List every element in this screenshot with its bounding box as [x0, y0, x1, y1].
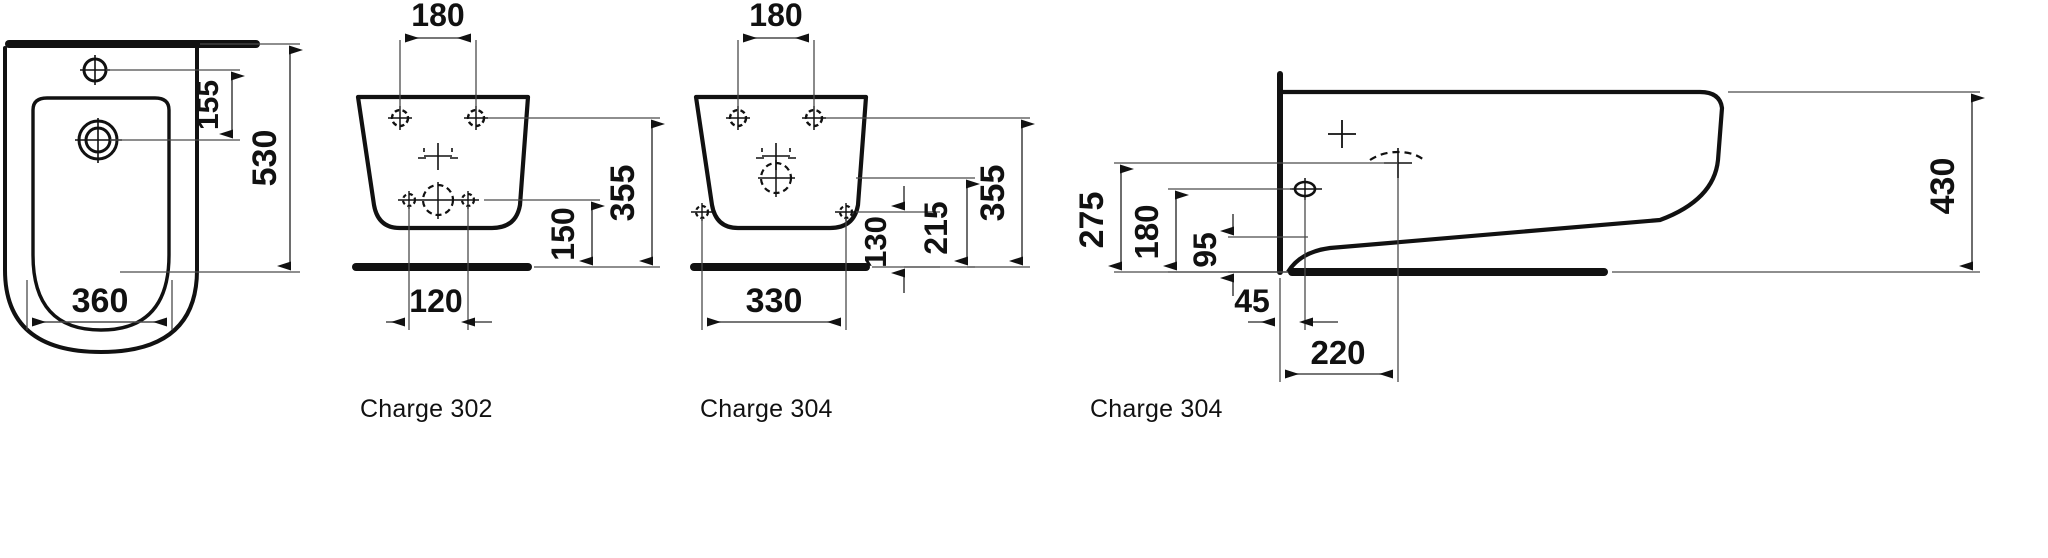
- view-side-304: [1108, 71, 1985, 382]
- tap-hole-side: [1290, 178, 1322, 200]
- dim-text-330: 330: [746, 282, 803, 320]
- dim-text-355b: 355: [974, 165, 1012, 222]
- waste-outlet-302: [420, 182, 457, 219]
- caption-charge-304-side: Charge 304: [1090, 395, 1223, 423]
- center-mark-302: [418, 143, 458, 170]
- bidet-front-outline-302: [355, 94, 531, 231]
- dim-text-130: 130: [858, 216, 893, 268]
- dim-text-95: 95: [1187, 232, 1223, 268]
- dimension-text-layer: 155 530 360 180 120 150 355 180 330 130 …: [72, 0, 1962, 371]
- dim-text-180a: 180: [411, 0, 464, 33]
- dim-text-530: 530: [246, 130, 284, 187]
- caption-charge-304-front: Charge 304: [700, 395, 833, 423]
- dim-text-180b: 180: [749, 0, 802, 33]
- view-top-plan: [2, 40, 303, 355]
- dim-text-155: 155: [192, 80, 225, 130]
- dim-text-430: 430: [1924, 158, 1962, 215]
- view-front-304: [690, 33, 1035, 330]
- waste-outlet-304: [758, 160, 795, 197]
- dim-text-120: 120: [409, 283, 462, 319]
- wall-line-top-view: [5, 40, 260, 48]
- caption-charge-302: Charge 302: [360, 395, 493, 423]
- floor-line-302: [352, 263, 532, 271]
- tap-hole-top: [80, 55, 110, 85]
- bidet-front-outline-304: [693, 94, 869, 231]
- dim-text-180c: 180: [1128, 204, 1165, 259]
- dim-text-215: 215: [918, 201, 954, 254]
- bidet-outer-outline: [2, 46, 199, 355]
- dim-text-360: 360: [72, 282, 129, 320]
- dim-text-355a: 355: [604, 165, 642, 222]
- bidet-bowl-outline: [31, 96, 171, 332]
- view-front-302: [352, 33, 665, 330]
- dim-text-275: 275: [1073, 192, 1111, 249]
- floor-line-304: [690, 263, 870, 271]
- dim-text-220: 220: [1310, 334, 1365, 371]
- floor-line-side: [1288, 268, 1608, 276]
- dim-text-150: 150: [545, 207, 581, 260]
- bidet-side-outline: [1280, 89, 1725, 274]
- dim-text-45: 45: [1234, 283, 1270, 319]
- center-cross-upper-side: [1328, 120, 1356, 148]
